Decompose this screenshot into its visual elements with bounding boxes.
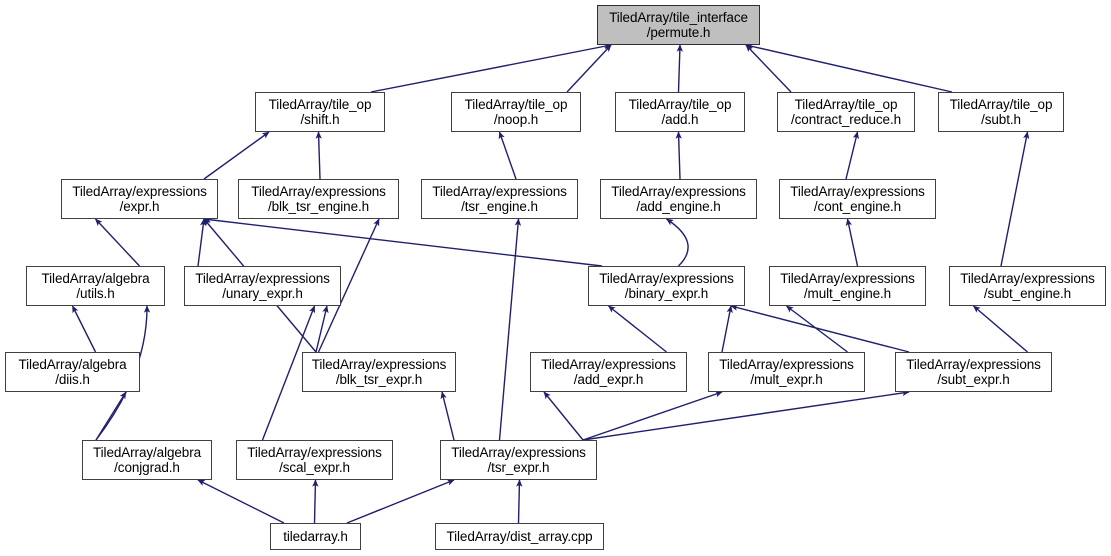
graph-edge-mult_engine-to-cont_engine <box>845 218 859 267</box>
graph-edge-mult_expr-to-binary_expr <box>721 305 733 353</box>
graph-node-label: TiledArray/expressions /scal_expr.h <box>247 444 382 476</box>
graph-node-expr[interactable]: TiledArray/expressions /expr.h <box>61 179 218 219</box>
graph-node-dist_array[interactable]: TiledArray/dist_array.cpp <box>435 523 604 550</box>
graph-node-scal_expr[interactable]: TiledArray/expressions /scal_expr.h <box>236 440 393 480</box>
graph-edge-contract_reduce-to-permute <box>745 44 792 93</box>
graph-node-label: TiledArray/expressions /tsr_engine.h <box>432 183 567 215</box>
graph-node-noop[interactable]: TiledArray/tile_op /noop.h <box>451 92 581 132</box>
graph-node-label: TiledArray/tile_op /add.h <box>628 96 732 128</box>
graph-edge-conjgrad-to-diis <box>95 391 127 441</box>
graph-node-label: TiledArray/tile_interface /permute.h <box>609 9 748 41</box>
graph-edge-tiledarray-to-tsr_expr <box>346 479 455 524</box>
graph-node-mult_expr[interactable]: TiledArray/expressions /mult_expr.h <box>708 352 865 392</box>
graph-node-subt_engine[interactable]: TiledArray/expressions /subt_engine.h <box>949 266 1106 306</box>
graph-edge-add_engine-to-add <box>675 131 682 180</box>
graph-node-shift[interactable]: TiledArray/tile_op /shift.h <box>255 92 385 132</box>
graph-node-cont_engine[interactable]: TiledArray/expressions /cont_engine.h <box>779 179 936 219</box>
graph-node-label: TiledArray/expressions /mult_expr.h <box>719 356 854 388</box>
graph-node-label: TiledArray/expressions /tsr_expr.h <box>451 444 586 476</box>
graph-edge-tsr_expr-to-subt_expr <box>582 389 910 441</box>
graph-edge-subt_expr-to-subt_engine <box>973 305 1028 353</box>
graph-node-label: TiledArray/expressions /expr.h <box>72 183 207 215</box>
graph-edge-blk_tsr_engine-to-shift <box>315 131 322 180</box>
graph-edge-cont_engine-to-contract_reduce <box>845 131 860 180</box>
graph-node-subt[interactable]: TiledArray/tile_op /subt.h <box>938 92 1064 132</box>
graph-edge-binary_expr-to-expr <box>203 216 603 267</box>
graph-node-label: TiledArray/tile_op /subt.h <box>949 96 1053 128</box>
graph-node-label: TiledArray/tile_op /shift.h <box>268 96 372 128</box>
graph-node-label: TiledArray/expressions /unary_expr.h <box>195 270 330 302</box>
graph-node-contract_reduce[interactable]: TiledArray/tile_op /contract_reduce.h <box>777 92 915 132</box>
graph-node-tiledarray[interactable]: tiledarray.h <box>270 523 361 550</box>
graph-node-conjgrad[interactable]: TiledArray/algebra /conjgrad.h <box>82 440 212 480</box>
graph-edge-tiledarray-to-conjgrad <box>197 479 285 524</box>
graph-node-label: TiledArray/algebra /diis.h <box>18 356 127 388</box>
graph-node-label: TiledArray/expressions /mult_engine.h <box>780 270 915 302</box>
graph-edge-blk_tsr_expr-to-unary_expr <box>315 305 329 353</box>
graph-node-label: TiledArray/expressions /binary_expr.h <box>599 270 734 302</box>
graph-edge-subt_engine-to-subt <box>1000 131 1030 267</box>
graph-edge-binary_expr-to-add_engine <box>666 218 689 267</box>
graph-node-label: TiledArray/expressions /blk_tsr_engine.h <box>251 183 386 215</box>
graph-node-label: TiledArray/algebra /conjgrad.h <box>93 444 201 476</box>
graph-node-label: TiledArray/algebra /utils.h <box>41 270 150 302</box>
graph-node-mult_engine[interactable]: TiledArray/expressions /mult_engine.h <box>769 266 926 306</box>
graph-node-label: TiledArray/dist_array.cpp <box>446 528 593 544</box>
graph-node-add[interactable]: TiledArray/tile_op /add.h <box>615 92 745 132</box>
graph-node-label: TiledArray/expressions /subt_expr.h <box>906 356 1041 388</box>
graph-node-blk_tsr_expr[interactable]: TiledArray/expressions /blk_tsr_expr.h <box>302 352 456 392</box>
graph-node-tsr_engine[interactable]: TiledArray/expressions /tsr_engine.h <box>421 179 578 219</box>
graph-node-label: TiledArray/expressions /add_expr.h <box>541 356 676 388</box>
graph-edge-add_expr-to-binary_expr <box>608 305 667 353</box>
graph-edge-tsr_expr-to-mult_expr <box>582 391 723 441</box>
graph-edge-tsr_expr-to-add_expr <box>543 391 584 441</box>
graph-node-add_expr[interactable]: TiledArray/expressions /add_expr.h <box>530 352 687 392</box>
graph-edge-unary_expr-to-expr <box>197 218 207 267</box>
graph-node-label: TiledArray/expressions /subt_engine.h <box>960 270 1095 302</box>
graph-edge-noop-to-permute <box>566 44 612 93</box>
graph-node-label: TiledArray/expressions /add_engine.h <box>611 183 746 215</box>
graph-edge-tsr_expr-to-tsr_engine <box>498 218 522 441</box>
graph-edge-mult_expr-to-mult_engine <box>786 305 848 353</box>
graph-node-label: tiledarray.h <box>283 528 348 544</box>
graph-edge-subt-to-permute <box>745 43 953 93</box>
graph-edge-dist_array-to-tsr_expr <box>516 479 523 524</box>
graph-node-utils[interactable]: TiledArray/algebra /utils.h <box>26 266 165 306</box>
graph-edge-add-to-permute <box>676 44 683 93</box>
graph-node-add_engine[interactable]: TiledArray/expressions /add_engine.h <box>600 179 757 219</box>
graph-edge-tsr_engine-to-noop <box>498 131 517 180</box>
graph-edge-subt_expr-to-binary_expr <box>730 304 910 353</box>
graph-edge-tiledarray-to-scal_expr <box>312 479 319 524</box>
graph-edge-expr-to-shift <box>203 131 270 180</box>
graph-node-label: TiledArray/expressions /cont_engine.h <box>790 183 925 215</box>
graph-node-subt_expr[interactable]: TiledArray/expressions /subt_expr.h <box>895 352 1052 392</box>
graph-node-label: TiledArray/expressions /blk_tsr_expr.h <box>311 356 447 388</box>
graph-edge-tsr_expr-to-blk_tsr_expr <box>440 391 455 441</box>
graph-node-binary_expr[interactable]: TiledArray/expressions /binary_expr.h <box>588 266 745 306</box>
graph-node-diis[interactable]: TiledArray/algebra /diis.h <box>5 352 140 392</box>
graph-edge-diis-to-utils <box>71 305 97 353</box>
graph-node-blk_tsr_engine[interactable]: TiledArray/expressions /blk_tsr_engine.h <box>238 179 399 219</box>
graph-node-tsr_expr[interactable]: TiledArray/expressions /tsr_expr.h <box>440 440 597 480</box>
graph-node-label: TiledArray/tile_op /noop.h <box>464 96 568 128</box>
graph-node-unary_expr[interactable]: TiledArray/expressions /unary_expr.h <box>184 266 341 306</box>
graph-edge-shift-to-permute <box>370 43 612 93</box>
graph-edge-utils-to-expr <box>94 218 141 267</box>
graph-node-permute[interactable]: TiledArray/tile_interface /permute.h <box>597 5 760 45</box>
graph-node-label: TiledArray/tile_op /contract_reduce.h <box>790 96 902 128</box>
